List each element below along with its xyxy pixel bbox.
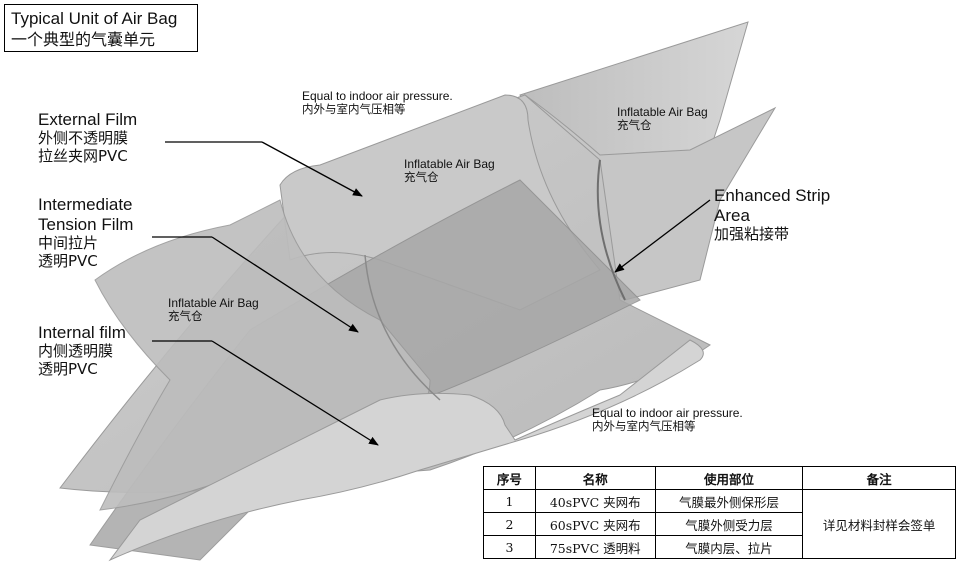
row-note: 详见材料封样会签单	[802, 489, 956, 559]
table-row: 1 40sPVC 夹网布 气膜最外侧保形层 详见材料封样会签单	[483, 489, 956, 559]
label-enhanced-strip-zh: 加强粘接带	[714, 225, 790, 244]
label-external-film-en: External Film	[38, 110, 138, 129]
material-table: 序号 名称 使用部位 备注 1 40sPVC 夹网布 气膜最外侧保形层 详见材料…	[483, 466, 956, 559]
label-internal-film-en: Internal film	[38, 323, 126, 342]
label-equal-pressure-bottom-en: Equal to indoor air pressure.	[592, 406, 743, 420]
title-box: Typical Unit of Air Bag 一个典型的气囊单元	[4, 4, 198, 52]
header-note: 备注	[802, 466, 956, 490]
label-intermediate-film: Intermediate Tension Film 中间拉片 透明PVC	[38, 195, 133, 270]
label-intermediate-film-zh2: 透明PVC	[38, 251, 98, 270]
label-external-film: External Film 外侧不透明膜 拉丝夹网PVC	[38, 110, 137, 165]
row-index: 3	[483, 535, 536, 559]
row-name: 40sPVC 夹网布	[534, 489, 656, 513]
label-intermediate-film-zh1: 中间拉片	[38, 234, 99, 253]
label-equal-pressure-top: Equal to indoor air pressure. 内外与室内气压相等	[302, 89, 453, 117]
label-internal-film-zh2: 透明PVC	[38, 359, 98, 378]
header-index: 序号	[483, 466, 536, 490]
leader-intermediate-film-arrow	[211, 236, 359, 333]
title-zh: 一个典型的气囊单元	[11, 30, 156, 49]
leader-enhanced-strip	[614, 199, 711, 273]
internal-film	[108, 339, 704, 562]
header-usage: 使用部位	[654, 466, 804, 490]
label-air-bag-center-en: Inflatable Air Bag	[404, 157, 495, 171]
row-usage: 气膜外侧受力层	[654, 512, 804, 536]
label-internal-film-zh1: 内侧透明膜	[38, 342, 114, 361]
material-table-header: 序号 名称 使用部位 备注	[483, 466, 956, 490]
row-usage: 气膜最外侧保形层	[654, 489, 804, 513]
label-equal-pressure-top-zh: 内外与室内气压相等	[302, 102, 406, 117]
label-equal-pressure-bottom: Equal to indoor air pressure. 内外与室内气压相等	[592, 406, 743, 434]
table-row: 3 75sPVC 透明料 气膜内层、拉片	[483, 535, 956, 559]
label-air-bag-right: Inflatable Air Bag 充气仓	[617, 105, 708, 133]
header-name: 名称	[534, 466, 656, 490]
label-air-bag-right-zh: 充气仓	[617, 118, 652, 133]
label-air-bag-left-zh: 充气仓	[168, 309, 203, 324]
label-equal-pressure-bottom-zh: 内外与室内气压相等	[592, 419, 696, 434]
label-air-bag-left-en: Inflatable Air Bag	[168, 296, 259, 310]
table-row: 2 60sPVC 夹网布 气膜外侧受力层	[483, 512, 956, 536]
label-air-bag-center-zh: 充气仓	[404, 170, 439, 185]
label-external-film-zh2: 拉丝夹网PVC	[38, 146, 128, 165]
label-enhanced-strip: Enhanced Strip Area 加强粘接带	[714, 186, 830, 244]
label-enhanced-strip-en1: Enhanced Strip	[714, 186, 831, 205]
label-air-bag-center: Inflatable Air Bag 充气仓	[404, 157, 495, 185]
center-cell-edge	[364, 254, 441, 401]
label-external-film-zh1: 外侧不透明膜	[38, 129, 129, 148]
label-air-bag-left: Inflatable Air Bag 充气仓	[168, 296, 259, 324]
row-index: 1	[483, 489, 536, 513]
label-air-bag-right-en: Inflatable Air Bag	[617, 105, 708, 119]
leader-internal-film-arrow	[211, 340, 379, 446]
label-internal-film: Internal film 内侧透明膜 透明PVC	[38, 323, 126, 378]
title-en: Typical Unit of Air Bag	[11, 9, 178, 28]
label-intermediate-film-en2: Tension Film	[38, 215, 134, 235]
label-intermediate-film-en1: Intermediate	[38, 195, 133, 214]
row-name: 75sPVC 透明料	[534, 535, 656, 559]
leader-external-film-arrow	[261, 141, 363, 197]
row-index: 2	[483, 512, 536, 536]
enhanced-strip-seam	[596, 159, 626, 301]
label-equal-pressure-top-en: Equal to indoor air pressure.	[302, 89, 453, 103]
row-usage: 气膜内层、拉片	[654, 535, 804, 559]
row-name: 60sPVC 夹网布	[534, 512, 656, 536]
label-enhanced-strip-en2: Area	[714, 206, 750, 226]
